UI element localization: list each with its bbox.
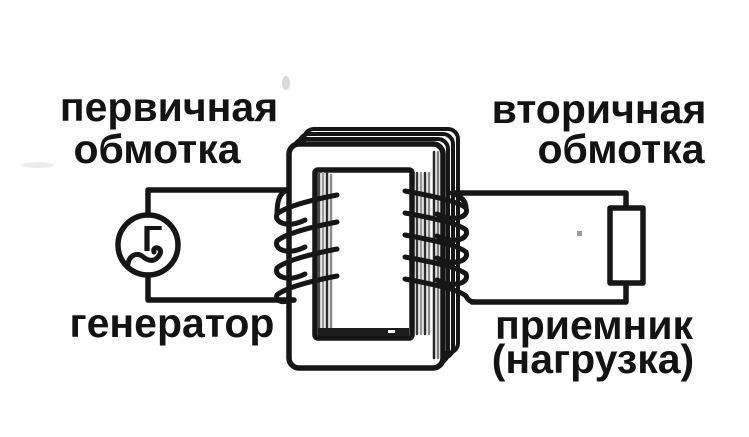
label-generator: генератор (69, 300, 275, 346)
primary-winding (274, 187, 340, 305)
secondary-circuit-wire (449, 190, 629, 305)
scan-speck (22, 76, 582, 236)
label-load-line2: (нагрузка) (491, 336, 695, 382)
generator-circle (115, 212, 181, 278)
label-secondary-winding-line1: вторичная (491, 86, 707, 132)
label-secondary-winding-line2: обмотка (537, 126, 705, 172)
generator-symbol: Г (115, 212, 181, 278)
label-primary-winding-line2: обмотка (73, 126, 241, 172)
label-primary-winding-line1: первичная (59, 84, 279, 130)
transformer-core (286, 127, 460, 371)
load-resistor (607, 205, 646, 286)
secondary-winding (402, 188, 479, 305)
primary-circuit-wire (145, 187, 297, 303)
core-window-bottom-band (318, 328, 409, 336)
core-lamination-stripes-right (415, 150, 440, 360)
ac-wave-icon (125, 245, 163, 267)
label-load-line1: приемник (494, 302, 694, 348)
